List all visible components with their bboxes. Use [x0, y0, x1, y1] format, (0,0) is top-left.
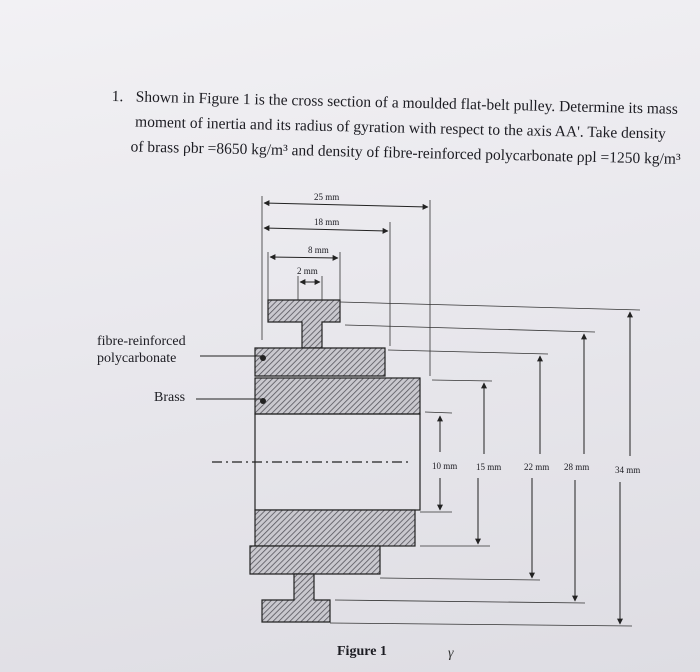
ext-line-28-top: [344, 324, 596, 333]
lower-flange-section: [261, 573, 331, 623]
ext-line-34-bottom: [329, 622, 633, 627]
upper-polycarbonate-rim: [254, 347, 386, 377]
ext-line-10-top: [424, 411, 453, 414]
upper-brass-hub: [254, 377, 421, 415]
fibre-label-line-1: fibre-reinforced: [97, 334, 186, 349]
brass-label: Brass: [154, 390, 186, 405]
figure-caption: Figure 1: [337, 644, 387, 659]
ext-line-28-bottom: [334, 599, 586, 604]
dim-label-10mm: 10 mm: [432, 461, 458, 471]
dim-arrow-18mm: [263, 225, 389, 234]
dim-arrow-8mm: [269, 254, 339, 261]
ext-line-15-top: [431, 379, 493, 382]
dim-label-8mm: 8 mm: [308, 245, 329, 255]
dim-arrow-25mm: [263, 200, 429, 210]
dim-label-34mm: 34 mm: [615, 465, 641, 475]
fibre-label-line-2: polycarbonate: [97, 351, 177, 366]
ext-line-34-top: [339, 301, 641, 311]
brass-leader-dot: [260, 398, 266, 404]
dim-label-25mm: 25 mm: [314, 192, 340, 202]
upper-flange-section: [267, 299, 341, 349]
handwritten-mark: γ: [448, 646, 454, 661]
dim-label-28mm: 28 mm: [564, 462, 590, 472]
fibre-leader-dot: [260, 355, 266, 361]
dim-label-22mm: 22 mm: [524, 462, 550, 472]
lower-brass-hub: [254, 509, 416, 547]
dim-label-15mm: 15 mm: [476, 462, 502, 472]
ext-line-22-bottom: [379, 577, 541, 581]
lower-polycarbonate-rim: [249, 545, 381, 575]
dim-label-18mm: 18 mm: [314, 217, 340, 227]
ext-line-22-top: [387, 349, 549, 355]
dim-label-2mm: 2 mm: [297, 266, 318, 276]
